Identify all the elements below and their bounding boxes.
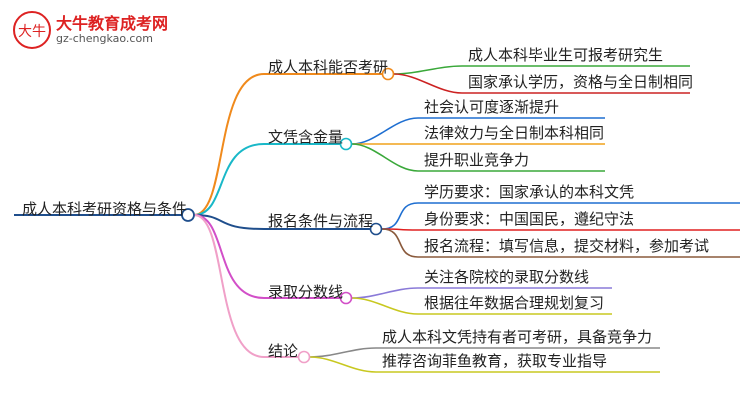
root-label: 成人本科考研资格与条件 (22, 200, 188, 218)
leaf-connector (309, 356, 377, 373)
leaf-label: 身份要求：中国国民，遵纪守法 (424, 210, 635, 228)
leaf-label: 成人本科文凭持有者可考研，具备竞争力 (382, 328, 653, 346)
branch-label: 报名条件与流程 (268, 212, 374, 230)
leaf-connector (351, 287, 419, 299)
leaf-connector (393, 73, 463, 94)
logo-title: 大牛教育成考网 (56, 14, 169, 33)
branch-label: 结论 (268, 342, 299, 360)
leaf-connector (351, 143, 419, 172)
leaf-label: 报名流程：填写信息，提交材料，参加考试 (424, 237, 710, 255)
branch-label: 录取分数线 (268, 283, 344, 301)
leaf-label: 学历要求：国家承认的本科文凭 (424, 183, 635, 201)
branch-node (339, 291, 353, 305)
site-logo: 大牛 大牛教育成考网 gz-chengkao.com (12, 8, 212, 52)
branch-connector (193, 214, 265, 299)
logo-url: gz-chengkao.com (56, 32, 153, 45)
leaf-label: 国家承认学历，资格与全日制相同 (468, 73, 694, 91)
leaf-connector (351, 117, 419, 145)
branch-connector (193, 73, 265, 216)
leaf-connector (381, 202, 419, 230)
root-node (181, 208, 195, 222)
branch-node (381, 67, 395, 81)
branch-node (369, 222, 383, 236)
leaf-label: 推荐咨询菲鱼教育，获取专业指导 (382, 352, 608, 370)
branch-label: 文凭含金量 (268, 128, 344, 146)
logo-mark-icon: 大牛 (13, 11, 51, 49)
leaf-connector (351, 297, 419, 315)
leaf-label: 提升职业竞争力 (424, 151, 530, 169)
branch-connector (193, 143, 265, 216)
leaf-connector (381, 228, 419, 258)
branch-label: 成人本科能否考研 (268, 58, 389, 76)
branch-connector (193, 214, 265, 358)
svg-text:大牛: 大牛 (18, 24, 46, 40)
leaf-connector (309, 347, 377, 358)
leaf-label: 根据往年数据合理规划复习 (424, 294, 605, 312)
leaf-label: 关注各院校的录取分数线 (424, 268, 590, 286)
leaf-label: 成人本科毕业生可报考研究生 (468, 46, 664, 64)
branch-connector (193, 214, 265, 230)
leaf-connector (393, 65, 463, 75)
branch-node (339, 137, 353, 151)
leaf-label: 法律效力与全日制本科相同 (424, 124, 605, 142)
branch-node (297, 350, 311, 364)
leaf-label: 社会认可度逐渐提升 (424, 98, 560, 116)
